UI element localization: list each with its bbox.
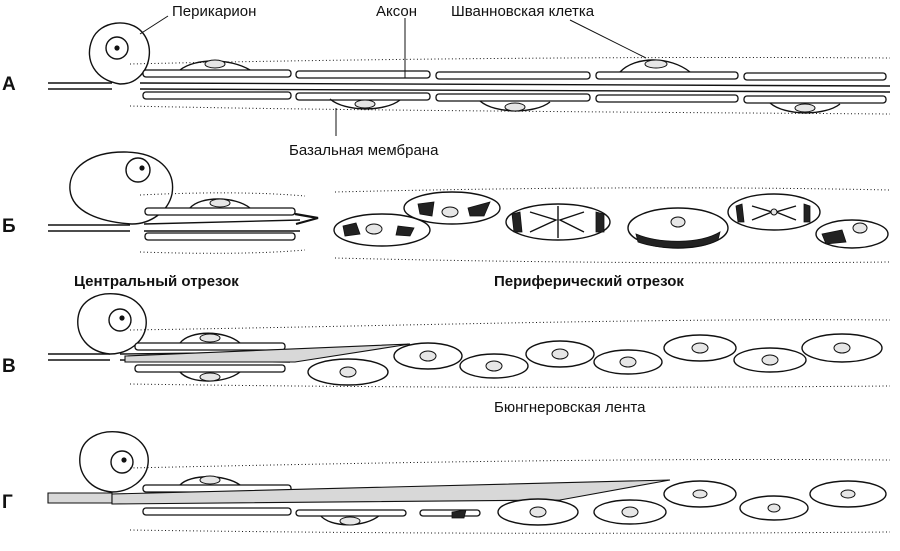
schwann-cell-leader <box>569 19 647 59</box>
panel-b-basal-membrane-peripheral-bottom <box>334 257 891 264</box>
panel-c-bungner-band <box>307 333 883 386</box>
panel-letter-a: А <box>2 74 16 95</box>
panel-c-axon-sprout <box>124 343 411 363</box>
panel-d-regenerated-axon <box>111 479 671 505</box>
panel-a-basal-membrane-top <box>129 56 891 65</box>
panel-c-basal-membrane-top <box>129 319 891 331</box>
panel-a-nucleolus <box>114 45 120 51</box>
panel-a-myelin-bottom <box>142 91 887 104</box>
panel-b-cut-end <box>294 212 319 226</box>
label-basal-membrane: Базальная мембрана <box>289 142 439 159</box>
panel-a-axon-stub <box>48 82 112 90</box>
label-axon: Аксон <box>376 3 417 20</box>
perikaryon-leader <box>139 15 169 35</box>
panel-b-axon-stub <box>48 224 130 232</box>
panel-d <box>47 431 891 534</box>
panel-c-basal-membrane-bottom <box>129 383 891 388</box>
panel-a-schwann-nucleus <box>644 59 668 69</box>
panel-a-basal-membrane-bottom <box>129 105 891 115</box>
panel-letter-d: Г <box>2 492 13 513</box>
panel-c <box>48 293 891 388</box>
label-bungner-band: Бюнгнеровская лента <box>494 399 646 416</box>
panel-b-basal-membrane-peripheral-top <box>334 187 891 193</box>
label-central-segment: Центральный отрезок <box>74 273 239 290</box>
label-schwann-cell: Шванновская клетка <box>451 3 595 20</box>
panel-b-nucleus <box>125 157 151 183</box>
panel-d-distal-cells <box>497 480 887 526</box>
panel-letter-b: Б <box>2 216 16 237</box>
panel-a <box>48 15 891 136</box>
panel-d-basal-membrane-bottom <box>129 529 891 534</box>
label-peripheral-segment: Периферический отрезок <box>494 273 684 290</box>
panel-b-basal-membrane-central-top <box>139 192 306 197</box>
label-perikaryon: Перикарион <box>172 3 256 20</box>
panel-b <box>48 151 891 264</box>
panel-d-basal-membrane-top <box>129 458 891 469</box>
panel-letter-c: В <box>2 356 16 377</box>
panel-b-degenerating-cells <box>333 191 889 249</box>
panel-a-myelin-top <box>142 69 887 81</box>
panel-a-axon <box>139 82 891 93</box>
